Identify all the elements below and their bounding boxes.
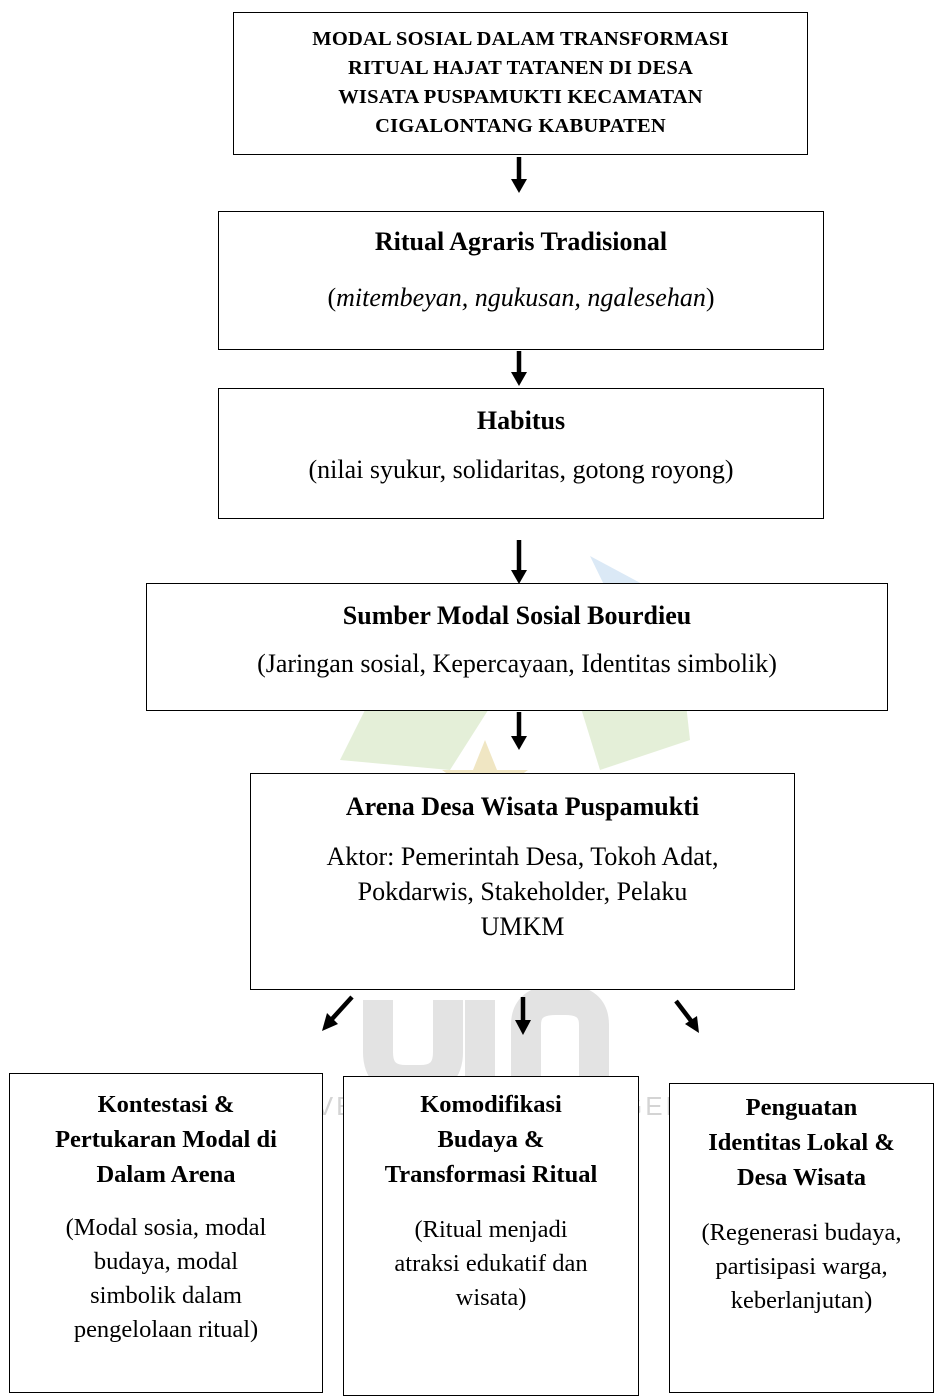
outcome-title-line: Kontestasi & xyxy=(97,1091,235,1118)
outcome-desc-line: simbolik dalam xyxy=(90,1282,242,1309)
arena-actors-line: Aktor: Pemerintah Desa, Tokoh Adat, xyxy=(326,842,719,871)
arena-actors-line: Pokdarwis, Stakeholder, Pelaku xyxy=(357,877,688,906)
outcome-komodifikasi-box: Komodifikasi Budaya & Transformasi Ritua… xyxy=(343,1076,639,1396)
arena-box: Arena Desa Wisata Puspamukti Aktor: Peme… xyxy=(250,773,795,990)
outcome-desc-line: (Modal sosia, modal xyxy=(65,1214,267,1241)
habitus-box: Habitus (nilai syukur, solidaritas, goto… xyxy=(218,388,824,519)
arrow-root-to-ritual xyxy=(511,157,527,193)
arrow-arena-to-kontestasi xyxy=(322,995,354,1031)
outcome-kontestasi-box: Kontestasi & Pertukaran Modal di Dalam A… xyxy=(9,1073,323,1393)
outcome-title-line: Dalam Arena xyxy=(96,1161,236,1188)
outcome-desc-line: (Ritual menjadi xyxy=(414,1216,568,1243)
outcome-desc-line: (Regenerasi budaya, xyxy=(701,1219,902,1246)
outcome-title-line: Penguatan xyxy=(745,1094,858,1121)
ritual-subtitle: (mitembeyan, ngukusan, ngalesehan) xyxy=(219,282,823,314)
arena-actors-line: UMKM xyxy=(480,912,565,941)
outcome-kontestasi-title: Kontestasi & Pertukaran Modal di Dalam A… xyxy=(10,1074,322,1192)
outcome-desc-line: atraksi edukatif dan xyxy=(394,1250,588,1277)
arrow-arena-to-komodifikasi xyxy=(515,997,531,1035)
arrow-arena-to-penguatan xyxy=(674,999,699,1033)
ritual-terms: mitembeyan, ngukusan, ngalesehan xyxy=(336,283,706,312)
outcome-penguatan-box: Penguatan Identitas Lokal & Desa Wisata … xyxy=(669,1083,934,1393)
ritual-close-paren: ) xyxy=(705,283,715,312)
outcome-title-line: Komodifikasi xyxy=(420,1091,562,1118)
ritual-title: Ritual Agraris Tradisional xyxy=(374,227,668,256)
arrow-habitus-to-modal xyxy=(511,540,527,584)
modal-subtitle: (Jaringan sosial, Kepercayaan, Identitas… xyxy=(257,649,777,678)
modal-box: Sumber Modal Sosial Bourdieu (Jaringan s… xyxy=(146,583,888,711)
root-box: MODAL SOSIAL DALAM TRANSFORMASI RITUAL H… xyxy=(233,12,808,155)
outcome-desc-line: pengelolaan ritual) xyxy=(73,1316,259,1343)
outcome-komodifikasi-desc: (Ritual menjadi atraksi edukatif dan wis… xyxy=(344,1213,638,1315)
outcome-penguatan-title: Penguatan Identitas Lokal & Desa Wisata xyxy=(670,1084,933,1195)
outcome-penguatan-desc: (Regenerasi budaya, partisipasi warga, k… xyxy=(670,1216,933,1318)
ritual-box: Ritual Agraris Tradisional (mitembeyan, … xyxy=(218,211,824,350)
outcome-kontestasi-desc: (Modal sosia, modal budaya, modal simbol… xyxy=(10,1211,322,1347)
outcome-desc-line: partisipasi warga, xyxy=(715,1253,888,1280)
arena-actors: Aktor: Pemerintah Desa, Tokoh Adat, Pokd… xyxy=(251,839,794,944)
root-title-line: RITUAL HAJAT TATANEN DI DESA xyxy=(347,57,694,79)
outcome-desc-line: wisata) xyxy=(455,1284,527,1311)
outcome-title-line: Pertukaran Modal di xyxy=(55,1126,277,1153)
habitus-subtitle: (nilai syukur, solidaritas, gotong royon… xyxy=(308,455,734,484)
outcome-title-line: Desa Wisata xyxy=(736,1164,867,1191)
arrow-modal-to-arena xyxy=(511,712,527,750)
modal-title: Sumber Modal Sosial Bourdieu xyxy=(342,601,692,630)
outcome-desc-line: keberlanjutan) xyxy=(730,1287,873,1314)
outcome-komodifikasi-title: Komodifikasi Budaya & Transformasi Ritua… xyxy=(344,1077,638,1192)
outcome-title-line: Identitas Lokal & xyxy=(708,1129,895,1156)
outcome-title-line: Transformasi Ritual xyxy=(384,1161,598,1188)
root-title-line: CIGALONTANG KABUPATEN xyxy=(375,115,666,137)
outcome-desc-line: budaya, modal xyxy=(93,1248,239,1275)
root-title-line: WISATA PUSPAMUKTI KECAMATAN xyxy=(338,86,703,108)
habitus-title: Habitus xyxy=(476,406,566,435)
root-title: MODAL SOSIAL DALAM TRANSFORMASI RITUAL H… xyxy=(234,13,807,141)
arrow-ritual-to-habitus xyxy=(511,351,527,386)
arena-title: Arena Desa Wisata Puspamukti xyxy=(345,792,700,821)
root-title-line: MODAL SOSIAL DALAM TRANSFORMASI xyxy=(312,28,729,50)
ritual-open-paren: ( xyxy=(327,283,337,312)
outcome-title-line: Budaya & xyxy=(437,1126,545,1153)
